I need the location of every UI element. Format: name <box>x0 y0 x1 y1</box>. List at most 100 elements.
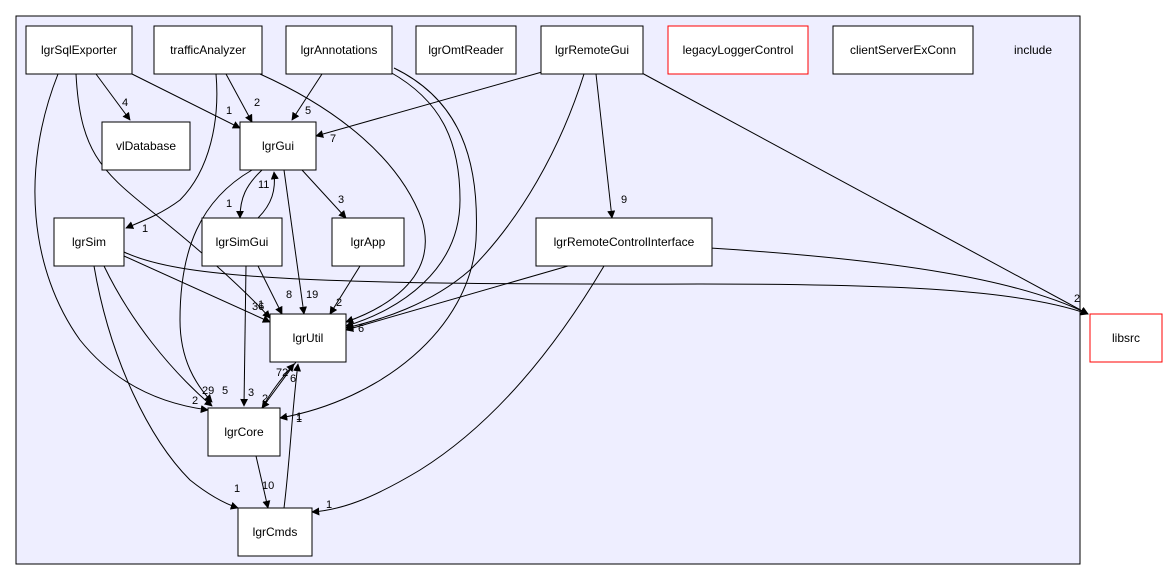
edge-lgrGui-lgrApp <box>301 169 347 219</box>
node-vlDatabase[interactable]: vlDatabase <box>101 121 191 171</box>
node-lgrSim[interactable]: lgrSim <box>53 217 125 267</box>
svg-text:lgrUtil: lgrUtil <box>293 331 324 345</box>
edge-trafficAnalyzer-lgrUtil <box>259 73 426 324</box>
edge-lgrRemoteGui-lgrUtil <box>345 73 585 331</box>
svg-text:libsrc: libsrc <box>1112 331 1140 345</box>
node-lgrUtil[interactable]: lgrUtil <box>269 313 347 363</box>
edge-lgrSimGui-lgrGui <box>257 171 279 219</box>
edge-lgrSqlExporter-vlDatabase <box>95 73 131 121</box>
svg-text:lgrRemoteGui: lgrRemoteGui <box>555 43 629 57</box>
edge-label: 1 <box>258 299 264 311</box>
edge-label: 6 <box>358 323 364 335</box>
edge-label: 72 <box>276 367 288 379</box>
edge-label: 2 <box>336 297 342 309</box>
edge-lgrGui-lgrUtil <box>283 169 307 315</box>
edge-lgrCore-lgrUtil <box>261 363 295 409</box>
node-lgrCmds[interactable]: lgrCmds <box>237 507 313 557</box>
edge-label: 1 <box>296 411 302 423</box>
svg-text:lgrCore: lgrCore <box>224 425 264 439</box>
cluster-include <box>15 15 1081 565</box>
node-libsrc[interactable]: libsrc <box>1089 313 1163 363</box>
svg-text:lgrApp: lgrApp <box>351 235 386 249</box>
edge-label: 11 <box>258 179 269 191</box>
edge-label: 2 <box>192 395 198 407</box>
edge-label: 3 <box>338 194 344 206</box>
nodes: lgrSqlExporter trafficAnalyzer lgrAnnota… <box>25 25 1163 557</box>
cluster-label: include <box>1014 43 1052 57</box>
edge-lgrSim-lgrUtil <box>123 255 271 323</box>
edge-lgrRemoteControlInterface-libsrc <box>709 247 1089 315</box>
svg-text:lgrSimGui: lgrSimGui <box>216 235 269 249</box>
edge-label: 5 <box>305 105 311 117</box>
node-lgrCore[interactable]: lgrCore <box>207 407 281 457</box>
node-trafficAnalyzer[interactable]: trafficAnalyzer <box>153 25 263 75</box>
edge-lgrSim-libsrc <box>123 251 1089 316</box>
edge-lgrAnnotations-lgrCore <box>279 67 477 421</box>
edge-lgrAnnotations-lgrUtil <box>345 71 461 328</box>
edge-label: 4 <box>122 97 128 109</box>
edge-label: 2 <box>1074 293 1080 305</box>
edge-lgrRemoteControlInterface-lgrUtil <box>345 265 569 332</box>
svg-text:lgrSqlExporter: lgrSqlExporter <box>41 43 117 57</box>
svg-text:lgrGui: lgrGui <box>262 139 294 153</box>
edge-label: 7 <box>330 133 336 145</box>
svg-text:lgrRemoteControlInterface: lgrRemoteControlInterface <box>554 235 695 249</box>
edges: 4 1 1 2 2 1 5 1 7 9 2 <box>34 67 1089 516</box>
node-clientServerExConn[interactable]: clientServerExConn <box>832 25 974 75</box>
edge-lgrRemoteGui-libsrc <box>639 71 1089 315</box>
edge-label: 5 <box>222 385 228 397</box>
svg-text:lgrAnnotations: lgrAnnotations <box>301 43 378 57</box>
svg-text:lgrCmds: lgrCmds <box>253 525 298 539</box>
svg-text:trafficAnalyzer: trafficAnalyzer <box>170 43 246 57</box>
svg-text:legacyLoggerControl: legacyLoggerControl <box>683 43 794 57</box>
edge-label: 36 <box>252 301 264 313</box>
node-lgrAnnotations[interactable]: lgrAnnotations <box>285 25 393 75</box>
node-lgrSimGui[interactable]: lgrSimGui <box>201 217 283 267</box>
edge-lgrRemoteGui-lgrGui <box>315 71 543 138</box>
edge-lgrSqlExporter-lgrGui <box>127 71 241 129</box>
edge-lgrSim-lgrCmds <box>93 265 239 510</box>
edge-label: 1 <box>326 499 332 511</box>
node-lgrGui[interactable]: lgrGui <box>239 121 317 171</box>
edge-lgrSim-lgrCore <box>103 265 213 407</box>
node-lgrApp[interactable]: lgrApp <box>331 217 405 267</box>
edge-label: 3 <box>248 387 254 399</box>
edge-trafficAnalyzer-lgrGui <box>225 73 253 123</box>
edge-lgrCmds-lgrUtil <box>283 363 302 509</box>
edge-lgrRemoteControlInterface-lgrCmds <box>311 265 605 516</box>
node-lgrSqlExporter[interactable]: lgrSqlExporter <box>25 25 133 75</box>
svg-text:vlDatabase: vlDatabase <box>116 139 176 153</box>
edge-lgrSqlExporter-lgrUtil <box>75 73 271 319</box>
edge-label: 1 <box>226 105 232 117</box>
edge-lgrCore-lgrCmds <box>255 455 271 509</box>
node-lgrRemoteGui[interactable]: lgrRemoteGui <box>540 25 644 75</box>
edge-label: 1 <box>296 413 302 425</box>
edge-lgrAnnotations-lgrGui <box>291 73 323 121</box>
edge-label: 1 <box>226 198 232 210</box>
svg-text:clientServerExConn: clientServerExConn <box>850 43 956 57</box>
edge-lgrRemoteGui-lgrRemoteControlInterface <box>595 73 616 219</box>
edge-label: 2 <box>254 97 260 109</box>
edge-label: 9 <box>621 194 627 206</box>
edge-lgrSqlExporter-lgrCore <box>34 73 209 414</box>
edge-trafficAnalyzer-lgrSim <box>125 73 218 229</box>
edge-label: 19 <box>306 289 318 301</box>
edge-label: 2 <box>262 393 268 405</box>
edge-lgrSimGui-lgrCore <box>240 265 249 407</box>
node-lgrRemoteControlInterface[interactable]: lgrRemoteControlInterface <box>535 217 713 267</box>
node-legacyLoggerControl[interactable]: legacyLoggerControl <box>667 25 809 75</box>
edge-label: 8 <box>286 289 292 301</box>
edge-lgrGui-lgrSimGui <box>236 169 263 219</box>
edge-label: 6 <box>290 373 296 385</box>
edge-label: 10 <box>262 480 274 492</box>
node-lgrOmtReader[interactable]: lgrOmtReader <box>415 25 517 75</box>
edge-lgrApp-lgrUtil <box>329 265 361 315</box>
svg-text:lgrSim: lgrSim <box>72 235 106 249</box>
edge-lgrGui-lgrCore <box>179 169 253 403</box>
edge-label: 1 <box>234 483 240 495</box>
edge-lgrSimGui-lgrUtil <box>257 265 283 315</box>
edge-label: 1 <box>142 223 148 235</box>
edge-label: 29 <box>202 385 214 397</box>
svg-text:lgrOmtReader: lgrOmtReader <box>428 43 503 57</box>
